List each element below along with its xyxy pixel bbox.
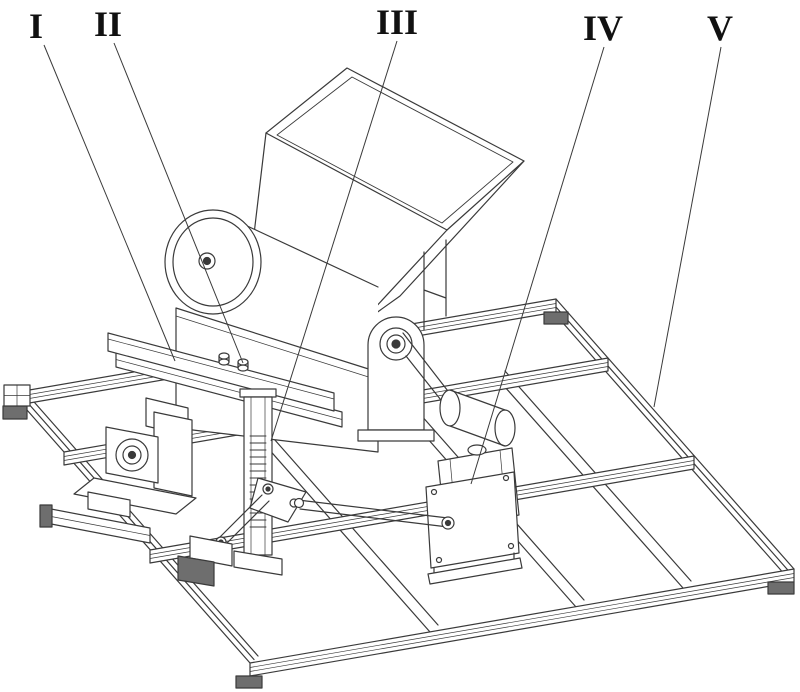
figure-label-IV: IV — [583, 8, 623, 48]
tray-ridge — [107, 338, 335, 400]
seed-drum — [164, 209, 379, 382]
roller-edges — [449, 389, 506, 447]
pulley-inner — [386, 334, 406, 354]
left-motor-flange-outer — [115, 438, 149, 472]
isometric-line-art — [2, 67, 795, 689]
tray-back-rail-groove — [115, 359, 343, 420]
motor-face-plate — [425, 471, 520, 569]
frame-foot-back — [543, 311, 569, 325]
frame-front-rail-grooves — [249, 573, 795, 672]
link-rod-short — [217, 494, 270, 546]
roller-left-end — [439, 389, 461, 427]
lower-bracket — [189, 535, 233, 567]
drive-motor — [425, 444, 523, 585]
metering-part-1-top — [218, 352, 230, 360]
roller-right-end — [494, 409, 516, 447]
frame-foot-left — [2, 405, 28, 420]
left-support-plate — [153, 411, 193, 497]
leader-line-IV — [470, 46, 605, 485]
figure-label-I: I — [29, 6, 43, 46]
frame-foot-front — [235, 675, 263, 689]
lift-column — [233, 388, 283, 576]
figure-label-III: III — [376, 2, 418, 42]
link-rod-long — [297, 499, 449, 528]
plate-screw-1 — [430, 488, 438, 496]
frame-right-edge-rail — [547, 298, 795, 577]
frame-feet — [2, 311, 795, 689]
lower-foot — [177, 555, 215, 587]
column-cap — [239, 388, 277, 398]
pulley-shaft — [391, 339, 401, 349]
crank-pivot-pin — [265, 486, 271, 492]
leader-line-V — [653, 46, 722, 408]
plate-screw-3 — [507, 542, 515, 550]
motor-base — [427, 557, 523, 585]
left-motor-flange-inner — [122, 445, 142, 465]
drum-end-rim — [172, 217, 254, 307]
leader-line-II — [113, 42, 244, 364]
hopper-support-legs — [423, 239, 447, 331]
roller-body — [450, 390, 505, 446]
left-motor-base-plate — [73, 477, 197, 515]
drum-axle — [202, 256, 212, 266]
motor-top-boss — [467, 444, 487, 456]
side-bracket — [87, 491, 131, 518]
drum-hub — [198, 252, 216, 270]
metering-part-2-sides — [237, 361, 249, 369]
metering-part-2-base — [237, 364, 249, 372]
column-body — [243, 396, 273, 556]
frame-rail-endcap-slots — [3, 384, 31, 407]
bell-crank-plate — [249, 477, 307, 523]
jut-rail-groove — [45, 515, 151, 536]
drum-end-face — [164, 209, 262, 315]
bearing-stand-base — [357, 429, 435, 442]
housing-seam — [175, 315, 379, 381]
crank-disc-pin — [444, 519, 452, 527]
frame-mid-rail-2-grooves — [149, 460, 695, 559]
belt-drive — [402, 332, 516, 447]
crank-linkage — [177, 477, 455, 587]
column-slots — [250, 396, 266, 556]
bearing-stand — [357, 316, 435, 442]
figure-label-V: V — [707, 8, 733, 48]
bearing-stand-plate — [367, 316, 425, 431]
plate-screw-4 — [435, 556, 443, 564]
figure-label-II: II — [94, 4, 122, 44]
rod-joint-left — [293, 497, 305, 509]
left-motor-shaft — [127, 450, 137, 460]
metering-part-1-sides — [218, 355, 230, 363]
frame-foot-right — [767, 581, 795, 595]
column-base-bracket — [233, 550, 283, 576]
left-motor-assembly — [39, 411, 197, 544]
jut-rail-endcap — [39, 504, 53, 528]
hopper-inner-rim — [276, 76, 514, 224]
leader-line-III — [270, 40, 398, 442]
plate-screw-2 — [502, 474, 510, 482]
tray-slab — [107, 332, 335, 412]
frame-front-rail — [249, 568, 795, 677]
leader-line-I — [43, 44, 176, 362]
metering-part-1-base — [218, 358, 230, 366]
crank-pivot-outer — [262, 483, 274, 495]
